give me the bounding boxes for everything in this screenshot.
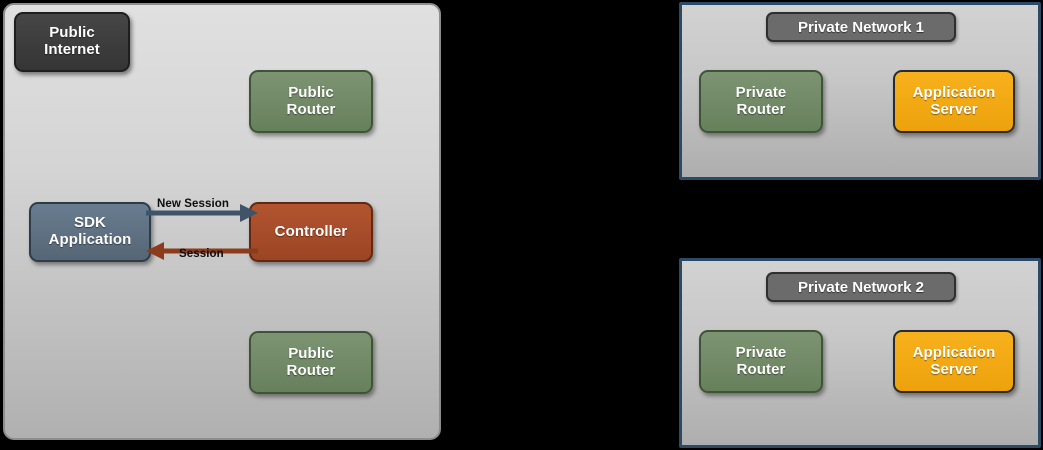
- private-network-2-title: Private Network 2: [766, 272, 956, 302]
- node-private-router-2-label-line2: Router: [736, 360, 786, 378]
- edge-new-session-arrow: [146, 204, 258, 222]
- node-sdk-application-label-line1: SDK: [74, 214, 106, 232]
- node-app-server-1-label-line1: Application: [912, 83, 996, 101]
- node-public-router-top-label-line2: Router: [286, 100, 336, 118]
- node-public-router-top-label-line1: Public: [288, 83, 334, 101]
- edge-new-session-label: New Session: [157, 198, 230, 210]
- node-app-server-2[interactable]: Application Server: [893, 330, 1015, 393]
- node-public-internet[interactable]: Public Internet: [14, 12, 130, 72]
- node-controller[interactable]: Controller: [249, 202, 373, 262]
- private-network-1-title: Private Network 1: [766, 12, 956, 42]
- node-public-internet-label-line1: Public: [49, 24, 95, 42]
- node-app-server-2-label-line2: Server: [930, 360, 978, 378]
- node-private-router-1-label-line2: Router: [736, 100, 786, 118]
- node-app-server-1[interactable]: Application Server: [893, 70, 1015, 133]
- node-public-router-bottom[interactable]: Public Router: [249, 331, 373, 394]
- node-app-server-2-label-line1: Application: [912, 343, 996, 361]
- node-sdk-application[interactable]: SDK Application: [29, 202, 151, 262]
- node-public-router-top[interactable]: Public Router: [249, 70, 373, 133]
- edge-session-label: Session: [179, 248, 224, 260]
- node-public-internet-label-line2: Internet: [44, 41, 100, 58]
- node-private-router-2[interactable]: Private Router: [699, 330, 823, 393]
- node-app-server-1-label-line2: Server: [930, 100, 978, 118]
- node-public-router-bottom-label-line2: Router: [286, 361, 336, 379]
- node-private-router-1-label-line1: Private: [735, 83, 787, 101]
- edge-session-arrow: [146, 242, 258, 260]
- node-private-router-1[interactable]: Private Router: [699, 70, 823, 133]
- node-sdk-application-label-line2: Application: [48, 231, 132, 248]
- node-public-router-bottom-label-line1: Public: [288, 344, 334, 362]
- node-controller-label: Controller: [274, 222, 348, 240]
- node-private-router-2-label-line1: Private: [735, 343, 787, 361]
